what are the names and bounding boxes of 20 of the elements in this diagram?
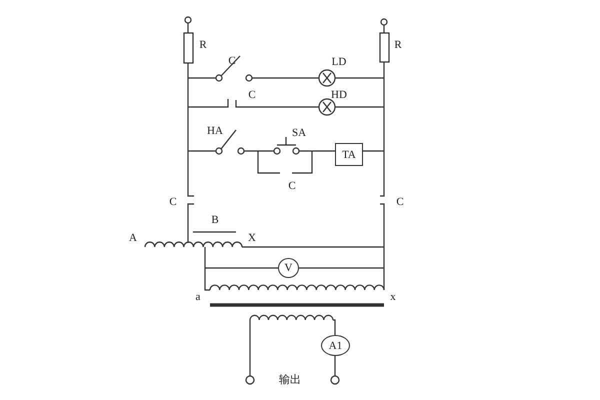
component-label: C	[169, 196, 177, 208]
meter-box: TA	[335, 143, 363, 166]
component-label: R	[199, 39, 207, 51]
component-label: HA	[207, 125, 223, 137]
component-label: B	[211, 214, 219, 226]
component-label: x	[390, 291, 396, 303]
component-label: C	[288, 180, 296, 192]
component-label: R	[394, 39, 402, 51]
component-label: C	[228, 55, 236, 67]
component-label: LD	[332, 56, 346, 68]
ammeter-symbol: A1	[321, 335, 350, 356]
voltmeter-symbol: V	[278, 258, 299, 278]
component-label: HD	[331, 89, 347, 101]
component-label: 输出	[279, 374, 301, 386]
component-label: X	[248, 232, 256, 244]
component-label: C	[396, 196, 404, 208]
component-label: SA	[292, 127, 306, 139]
component-label: a	[196, 291, 200, 303]
component-label: A	[129, 232, 137, 244]
component-label: C	[248, 89, 256, 101]
